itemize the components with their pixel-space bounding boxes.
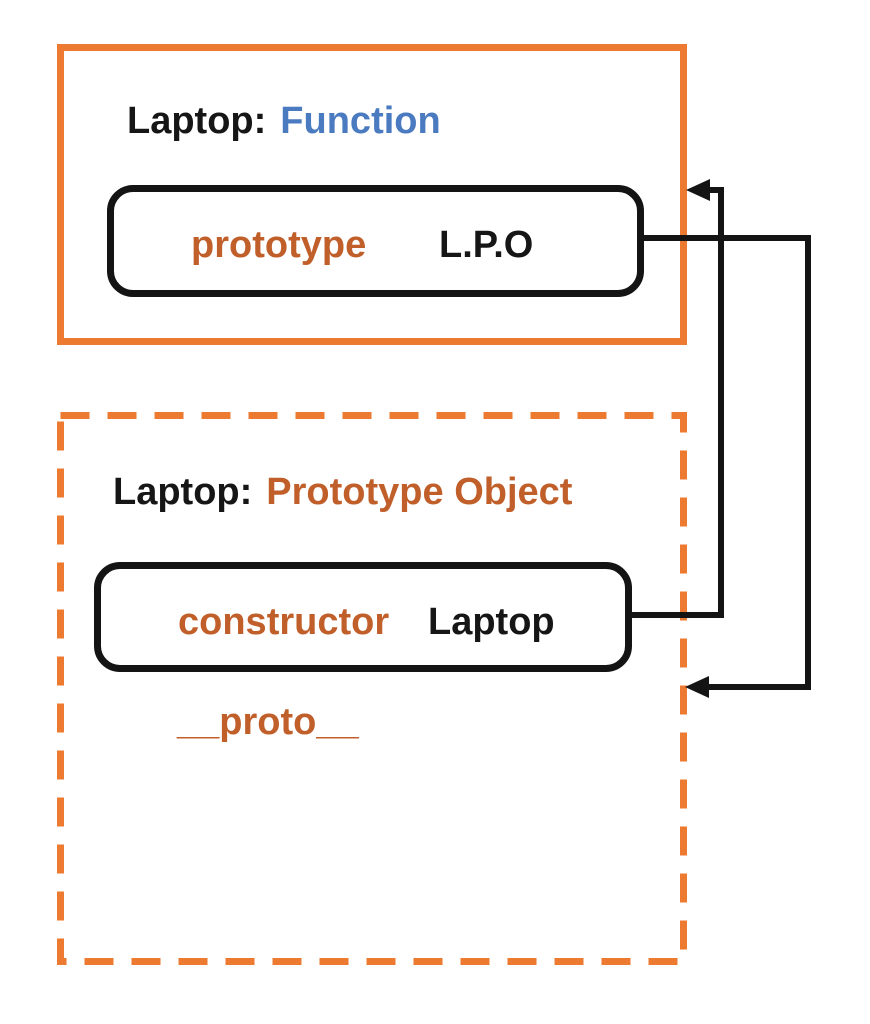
constructor-key-label: constructor — [178, 601, 390, 643]
constructor-value-label: Laptop — [428, 601, 555, 643]
prototype-key-label: prototype — [191, 224, 367, 266]
function-box-label-prefix: Laptop: — [127, 100, 267, 142]
prototype-object-box-label-type: Prototype Object — [266, 471, 573, 513]
function-box-label-type: Function — [280, 100, 441, 142]
proto-label: __proto__ — [177, 701, 359, 743]
prototype-object-box-label: Laptop: Prototype Object — [113, 470, 572, 514]
prototype-object-box: Laptop: Prototype Object __proto__ — [57, 412, 687, 965]
function-box-label: Laptop: Function — [127, 99, 441, 143]
prototype-value-label: L.P.O — [439, 224, 534, 266]
constructor-to-function-arrowhead-icon — [686, 179, 710, 201]
constructor-property-pill: constructor Laptop — [94, 562, 632, 672]
prototype-to-prototype-object-arrowhead-icon — [685, 676, 709, 698]
prototype-object-box-label-prefix: Laptop: — [113, 471, 253, 513]
prototype-property-pill: prototype L.P.O — [107, 185, 644, 297]
